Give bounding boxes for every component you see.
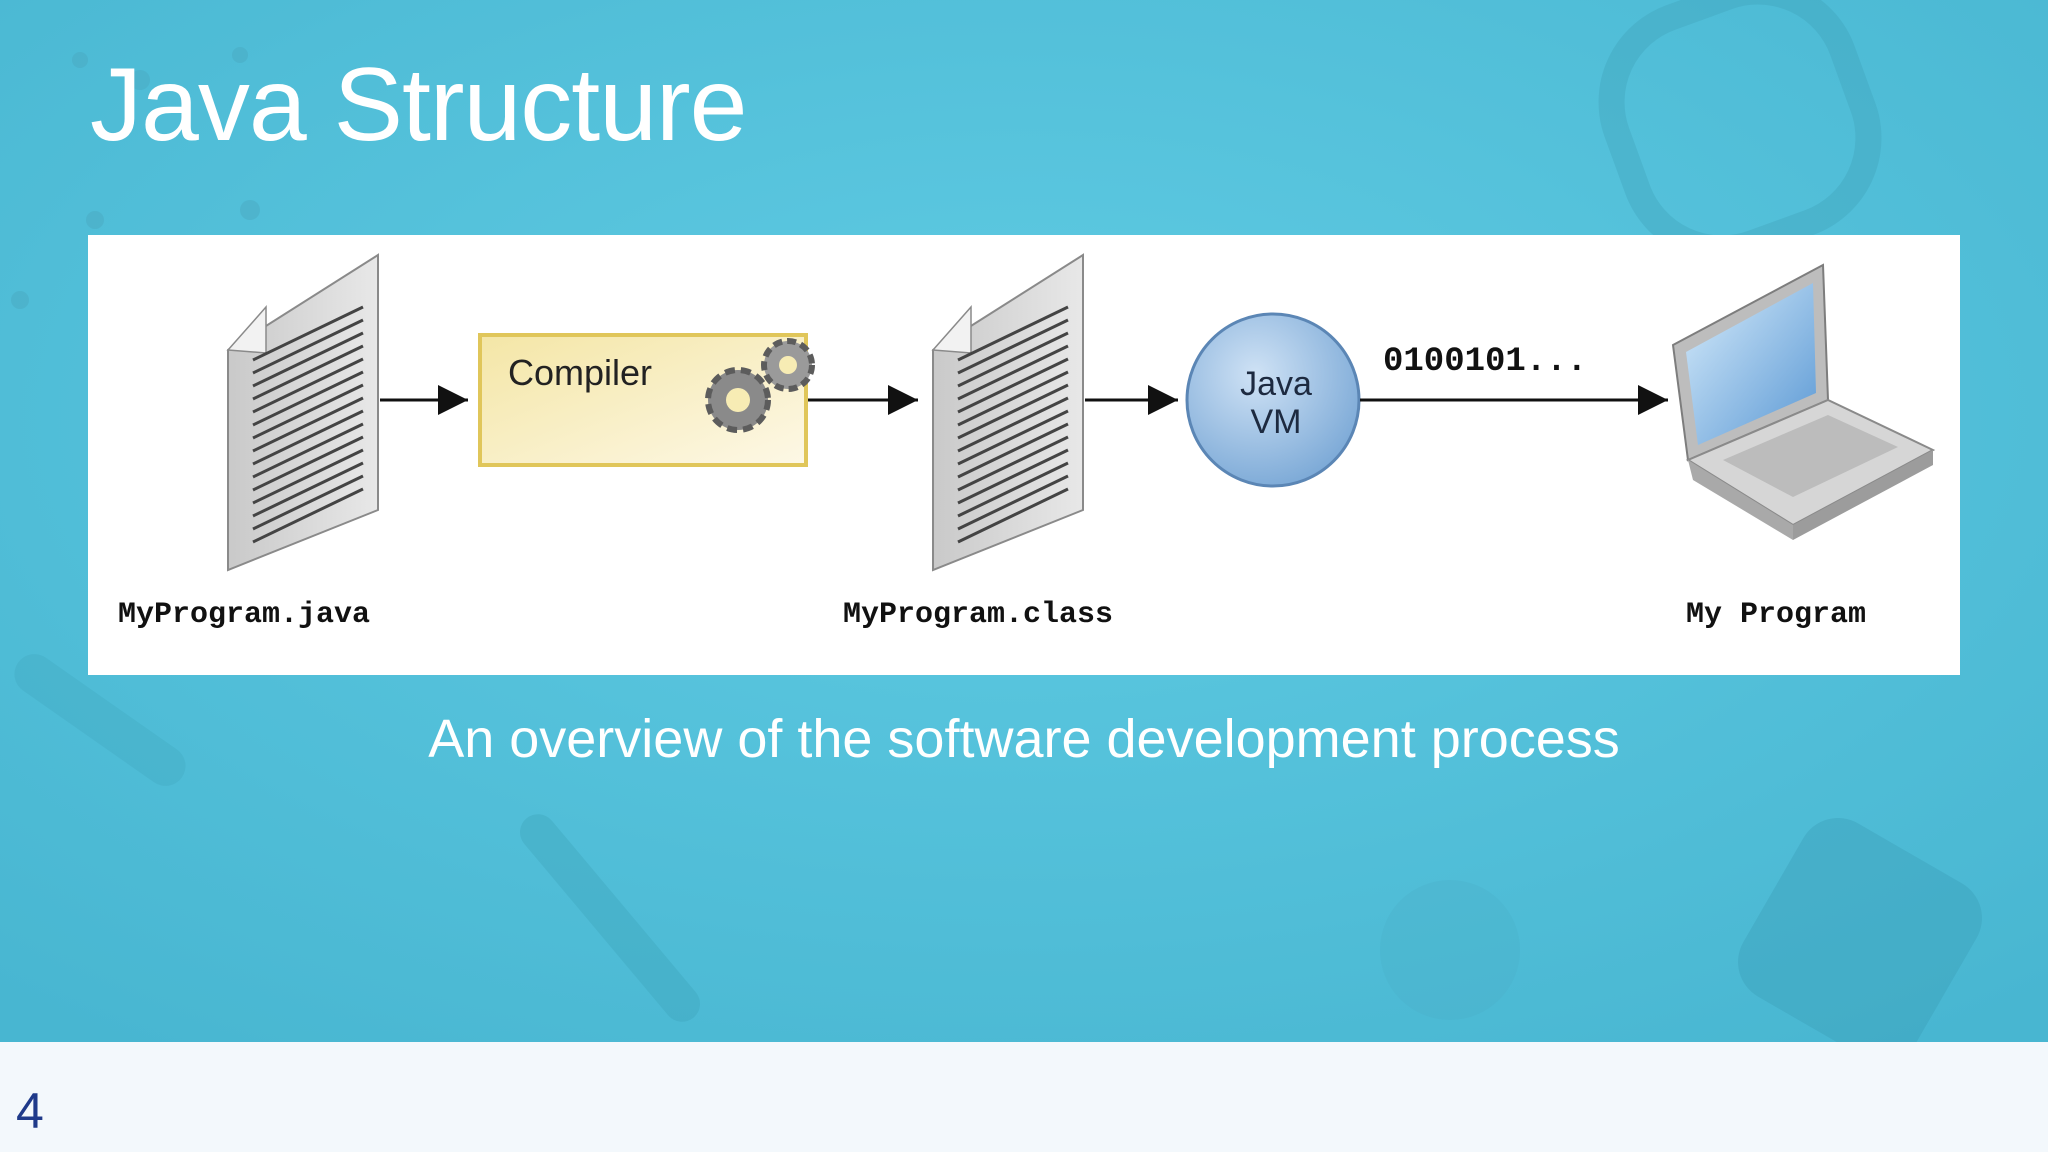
jvm-circle <box>1185 312 1361 488</box>
bytecode-label: 0100101... <box>1383 343 1587 381</box>
compiler-label: Compiler <box>508 352 652 393</box>
source-file-label: MyProgram.java <box>118 598 370 632</box>
slide-title: Java Structure <box>90 47 748 163</box>
class-file-icon <box>931 253 1084 572</box>
page-number: 4 <box>16 1083 44 1139</box>
source-file-icon <box>226 253 379 572</box>
gears-icon <box>705 338 815 433</box>
laptop-icon <box>1671 263 1936 540</box>
jvm-label-line2: VM <box>1251 403 1302 441</box>
slide-footer <box>0 1042 2048 1152</box>
class-file-label: MyProgram.class <box>843 598 1113 632</box>
java-structure-diagram: Compiler <box>88 235 1960 675</box>
output-label: My Program <box>1686 598 1866 632</box>
jvm-label-line1: Java <box>1240 365 1312 403</box>
slide-caption: An overview of the software development … <box>428 709 1620 769</box>
